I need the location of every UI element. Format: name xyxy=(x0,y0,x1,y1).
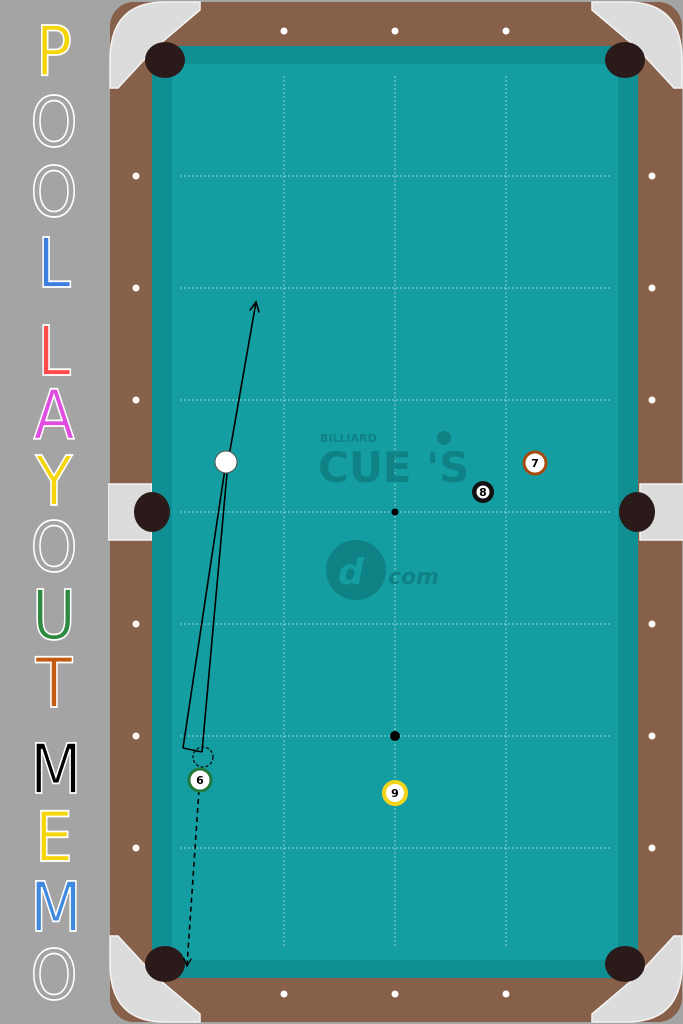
ball-number: 6 xyxy=(196,774,204,787)
center-spot xyxy=(391,508,399,516)
object-ball-path xyxy=(187,789,200,966)
title-letter: Y xyxy=(35,441,73,523)
ball-number: 9 xyxy=(391,787,399,800)
pocket-bottom-left xyxy=(145,946,185,982)
cue-ball[interactable] xyxy=(214,450,238,474)
pocket-middle-right xyxy=(619,492,655,532)
title-letter: P xyxy=(35,11,73,93)
title-letter: U xyxy=(31,575,76,657)
pool-table: BILLIARD CUE 'S d com 6 7 8 9 xyxy=(108,0,683,1024)
pocket-top-left xyxy=(145,42,185,78)
rail-diamonds xyxy=(132,27,656,998)
shot-path xyxy=(182,302,256,753)
pocket-middle-left xyxy=(134,492,170,532)
title-letter: L xyxy=(37,223,72,305)
pockets xyxy=(134,42,655,982)
ball-number: 8 xyxy=(479,486,487,499)
logo-top-text: BILLIARD xyxy=(320,432,377,445)
logo-emblem-letter-icon: d xyxy=(338,552,365,593)
title-letter: O xyxy=(30,507,79,589)
ball-8[interactable]: 8 xyxy=(472,481,494,503)
logo-cue-ball-icon xyxy=(437,431,451,445)
logo-emblem-icon xyxy=(326,540,386,600)
title-letter: A xyxy=(33,375,76,457)
title-letter: O xyxy=(30,935,79,1017)
ghost-ball xyxy=(192,746,214,768)
title-letter: O xyxy=(30,152,79,234)
title-letter: L xyxy=(37,311,72,393)
logo-main-text: CUE 'S xyxy=(318,443,469,492)
title-sidebar: P O O L L A Y O U T M E M O xyxy=(0,0,108,1024)
ball-number: 7 xyxy=(531,457,539,470)
title-letter: O xyxy=(30,82,79,164)
title-letter: E xyxy=(34,797,73,879)
foot-spot xyxy=(390,731,400,741)
title-letter: T xyxy=(35,643,73,725)
pocket-top-right xyxy=(605,42,645,78)
title-letter: M xyxy=(29,729,82,811)
title-letter: M xyxy=(29,867,82,949)
pocket-bottom-right xyxy=(605,946,645,982)
ball-7[interactable]: 7 xyxy=(522,450,548,476)
ball-9[interactable]: 9 xyxy=(382,780,408,806)
ball-6[interactable]: 6 xyxy=(187,767,213,793)
watermark-logo: BILLIARD CUE 'S d com xyxy=(318,431,469,600)
logo-bottom-text: com xyxy=(388,565,439,590)
